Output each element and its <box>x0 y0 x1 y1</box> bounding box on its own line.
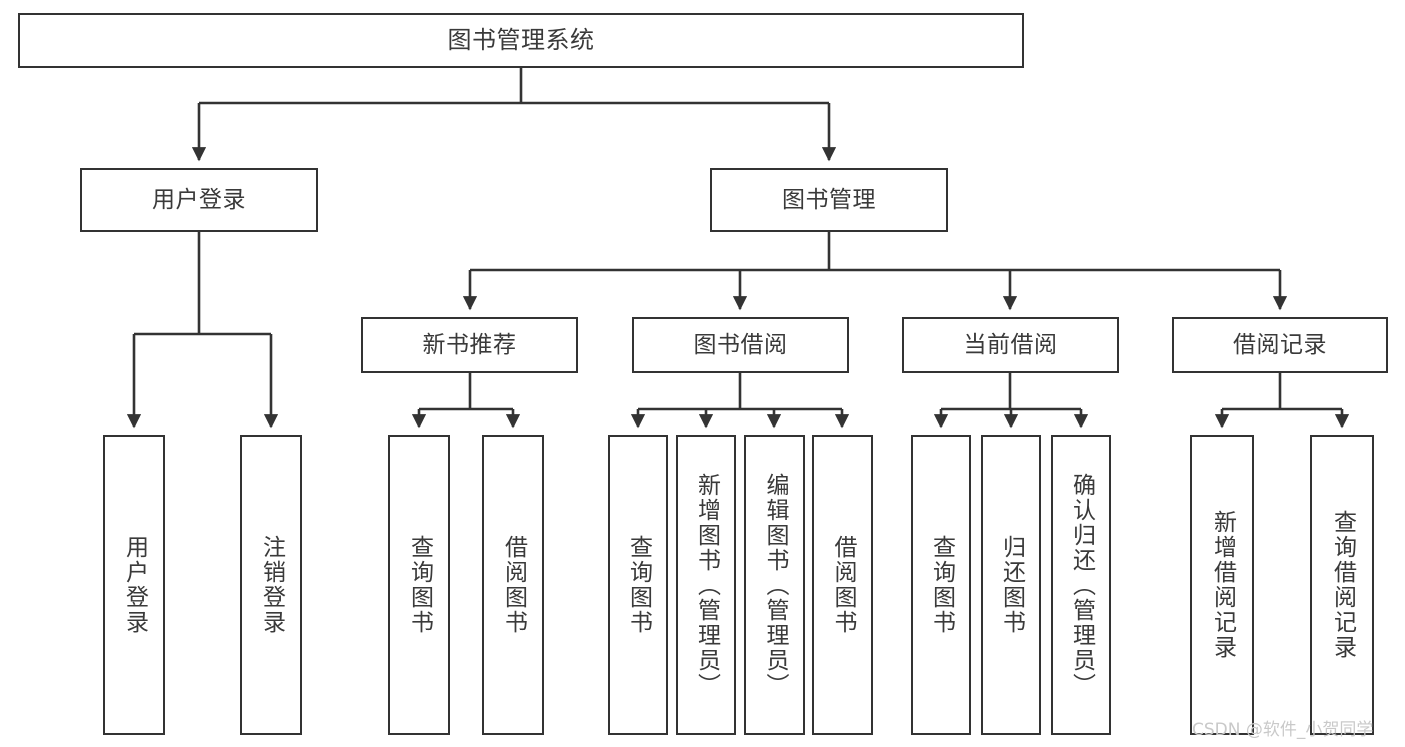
node-user-login[interactable]: 用户登录 <box>80 168 318 232</box>
node-leaf-add-book[interactable]: 新增图书（管理员） <box>676 435 736 735</box>
node-leaf-borrow-book-1[interactable]: 借阅图书 <box>482 435 544 735</box>
node-label: 图书管理系统 <box>447 25 595 54</box>
node-label: 查询图书 <box>625 535 652 635</box>
node-label: 用户登录 <box>152 186 246 213</box>
node-book-manage[interactable]: 图书管理 <box>710 168 948 232</box>
node-leaf-user-login[interactable]: 用户登录 <box>103 435 165 735</box>
node-leaf-query-book-2[interactable]: 查询图书 <box>608 435 668 735</box>
node-book-borrow[interactable]: 图书借阅 <box>632 317 849 373</box>
node-root-system[interactable]: 图书管理系统 <box>18 13 1024 68</box>
node-leaf-add-record[interactable]: 新增借阅记录 <box>1190 435 1254 735</box>
node-borrow-record[interactable]: 借阅记录 <box>1172 317 1388 373</box>
node-label: 当前借阅 <box>963 331 1058 358</box>
node-new-book-recommend[interactable]: 新书推荐 <box>361 317 578 373</box>
node-leaf-confirm-return[interactable]: 确认归还（管理员） <box>1051 435 1111 735</box>
node-label: 编辑图书（管理员） <box>762 472 788 698</box>
node-label: 新书推荐 <box>422 331 517 358</box>
node-label: 借阅图书 <box>500 535 527 635</box>
node-label: 查询借阅记录 <box>1329 510 1356 660</box>
node-leaf-edit-book[interactable]: 编辑图书（管理员） <box>744 435 805 735</box>
node-label: 借阅记录 <box>1233 331 1327 358</box>
node-leaf-return-book[interactable]: 归还图书 <box>981 435 1041 735</box>
node-leaf-query-book-3[interactable]: 查询图书 <box>911 435 971 735</box>
node-current-borrow[interactable]: 当前借阅 <box>902 317 1119 373</box>
node-label: 归还图书 <box>998 535 1025 635</box>
node-label: 确认归还（管理员） <box>1068 472 1095 698</box>
node-label: 图书管理 <box>782 186 876 213</box>
csdn-watermark: CSDN @软件_小贺同学 <box>1192 720 1374 740</box>
node-label: 用户登录 <box>121 535 148 635</box>
node-leaf-logout-login[interactable]: 注销登录 <box>240 435 302 735</box>
node-label: 新增借阅记录 <box>1209 510 1236 660</box>
node-label: 查询图书 <box>406 535 433 635</box>
node-leaf-query-book-1[interactable]: 查询图书 <box>388 435 450 735</box>
node-label: 借阅图书 <box>830 535 856 635</box>
node-leaf-query-record[interactable]: 查询借阅记录 <box>1310 435 1374 735</box>
node-label: 查询图书 <box>928 535 955 635</box>
node-label: 图书借阅 <box>693 331 788 358</box>
node-label: 注销登录 <box>258 535 285 635</box>
node-label: 新增图书（管理员） <box>693 472 720 698</box>
node-leaf-borrow-book-2[interactable]: 借阅图书 <box>812 435 873 735</box>
